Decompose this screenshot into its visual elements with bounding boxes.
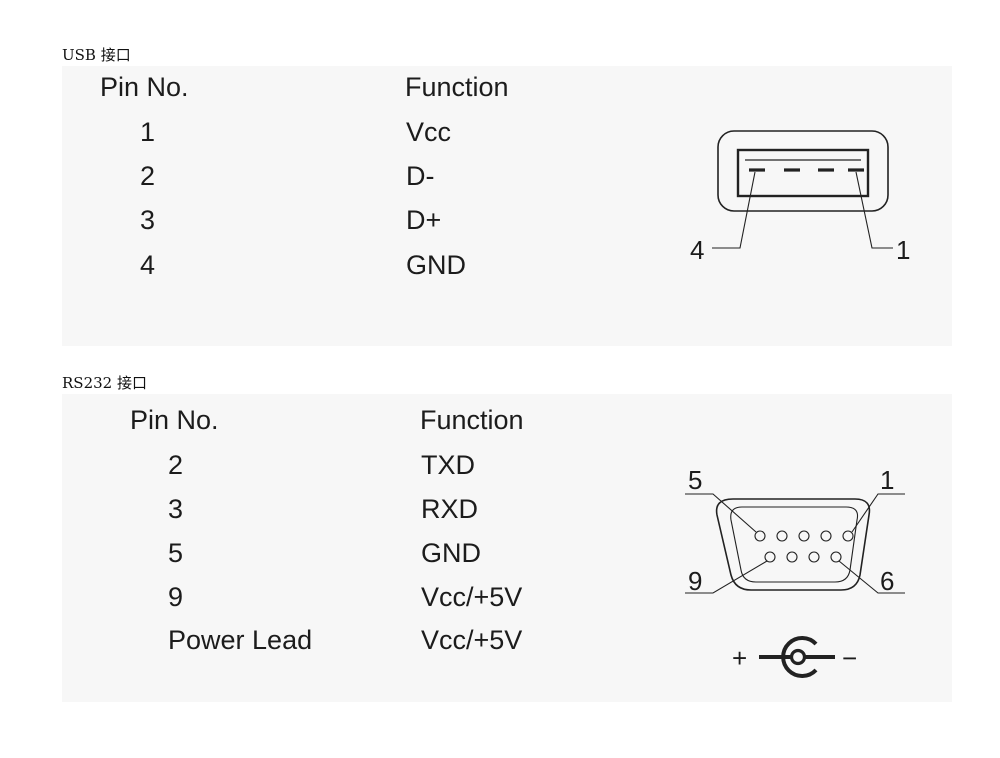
rs232-row-2-pin: 3 bbox=[168, 494, 184, 524]
usb-connector-icon bbox=[712, 130, 893, 249]
usb-row-4-pin: 4 bbox=[140, 250, 156, 280]
rs232-row-5-pin: Power Lead bbox=[168, 625, 313, 655]
rs232-row-3-pin: 5 bbox=[168, 538, 184, 568]
usb-label-left: 4 bbox=[690, 235, 704, 265]
rs232-panel bbox=[62, 394, 952, 702]
db9-label-bottom-right: 6 bbox=[880, 566, 894, 596]
usb-panel bbox=[62, 66, 952, 346]
rs232-caption: RS232 接口 bbox=[62, 374, 147, 392]
usb-row-3-pin: 3 bbox=[140, 205, 156, 235]
rs232-header-pin: Pin No. bbox=[130, 405, 219, 435]
rs232-row-1-pin: 2 bbox=[168, 450, 184, 480]
usb-row-2-function: D- bbox=[406, 161, 435, 191]
rs232-header-function: Function bbox=[420, 405, 524, 435]
usb-row-4-function: GND bbox=[406, 250, 466, 280]
usb-row-1-function: Vcc bbox=[406, 117, 452, 147]
rs232-row-3-function: GND bbox=[421, 538, 481, 568]
db9-label-top-right: 1 bbox=[880, 465, 894, 495]
db9-label-bottom-left: 9 bbox=[688, 566, 702, 596]
rs232-row-5-function: Vcc/+5V bbox=[421, 625, 523, 655]
rs232-row-4-pin: 9 bbox=[168, 582, 184, 612]
usb-caption: USB 接口 bbox=[62, 46, 131, 64]
rs232-row-2-function: RXD bbox=[421, 494, 479, 524]
usb-header-pin: Pin No. bbox=[100, 72, 189, 102]
usb-row-1-pin: 1 bbox=[140, 117, 156, 147]
usb-label-right: 1 bbox=[896, 235, 910, 265]
power-minus-symbol: − bbox=[842, 643, 857, 673]
rs232-row-4-function: Vcc/+5V bbox=[421, 582, 523, 612]
db9-connector-icon bbox=[685, 493, 905, 594]
rs232-row-1-function: TXD bbox=[421, 450, 475, 480]
usb-row-2-pin: 2 bbox=[140, 161, 156, 191]
db9-label-top-left: 5 bbox=[688, 465, 702, 495]
power-plus-symbol: + bbox=[732, 643, 747, 673]
usb-header-function: Function bbox=[405, 72, 509, 102]
usb-row-3-function: D+ bbox=[406, 205, 442, 235]
dc-power-jack-icon bbox=[759, 636, 835, 678]
